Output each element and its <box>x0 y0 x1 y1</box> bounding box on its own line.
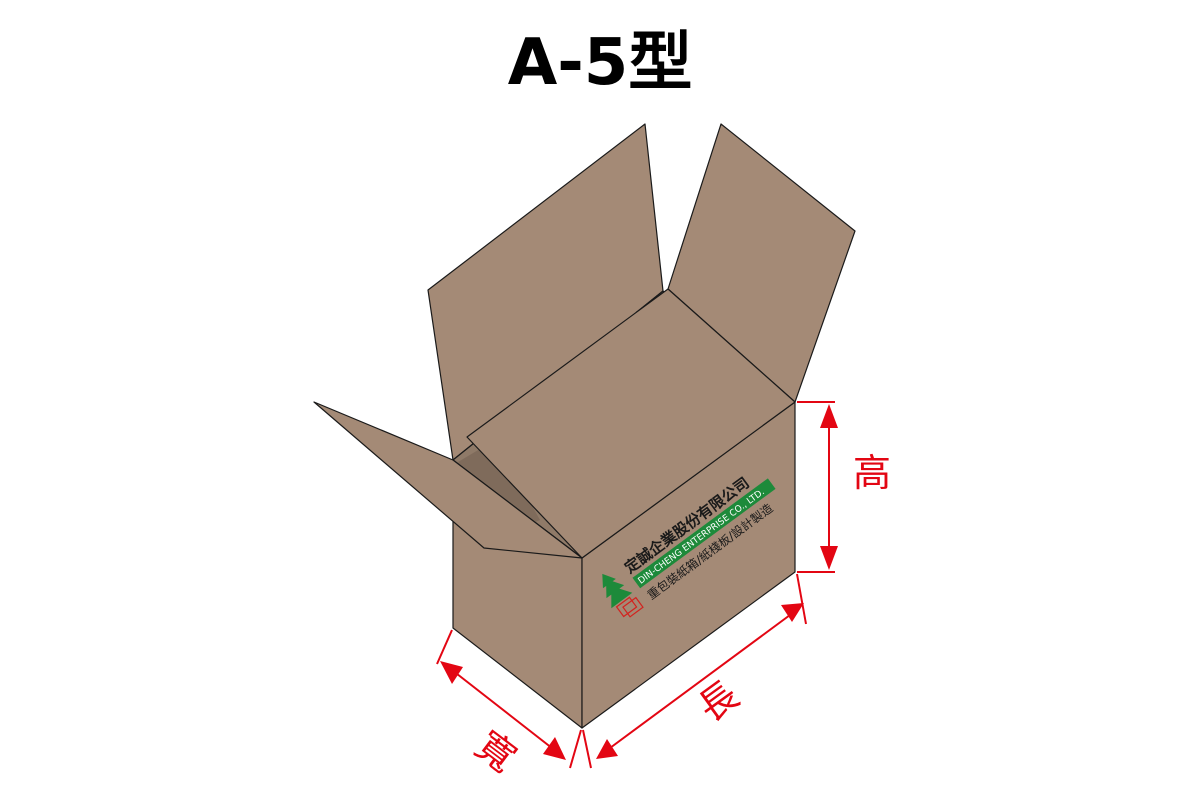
front-top-flap <box>466 288 796 559</box>
length-arrow-right <box>781 603 804 622</box>
width-extension-right <box>569 729 582 769</box>
width-arrow-right <box>543 737 566 760</box>
width-label: 寬 <box>467 723 524 781</box>
length-arrow-left <box>596 739 618 759</box>
length-dimension-line <box>609 614 791 749</box>
height-arrow-bottom <box>820 546 838 570</box>
width-arrow-left <box>440 661 463 684</box>
diagram-title: A-5型 <box>508 26 693 100</box>
length-label: 長 <box>690 673 747 731</box>
width-extension-left <box>436 629 453 665</box>
width-dimension-line <box>451 669 558 753</box>
company-name-band <box>632 478 776 589</box>
tree-emblem <box>602 573 644 618</box>
height-label: 高 <box>853 451 891 495</box>
length-extension-right <box>796 573 807 625</box>
left-side-flap <box>313 401 583 559</box>
cardboard-box: 定誠企業股份有限公司 DIN-CHENG ENTERPRISE CO., LTD… <box>313 123 856 729</box>
height-arrow-top <box>820 404 838 428</box>
length-extension-left <box>582 729 592 769</box>
height-dimension: 高 <box>797 401 891 573</box>
